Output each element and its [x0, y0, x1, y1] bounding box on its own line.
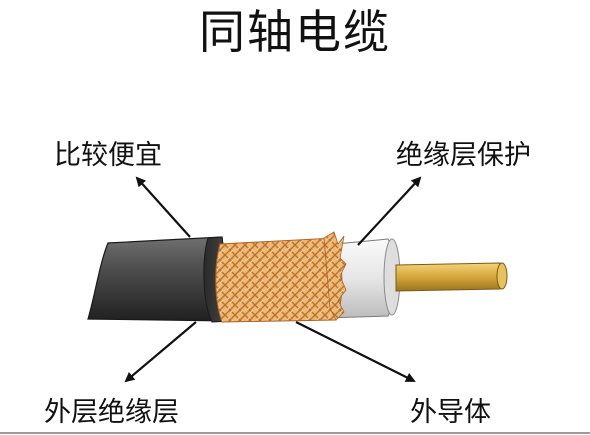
label-cheap: 比较便宜 [54, 140, 162, 171]
label-outer-insulation: 外层绝缘层 [44, 397, 179, 428]
arrow-outer-conductor [295, 321, 416, 382]
braid-shield [215, 237, 343, 323]
center-conductor [395, 262, 505, 292]
arrow-cheap [135, 176, 191, 238]
label-insulation-protect: 绝缘层保护 [396, 140, 531, 171]
arrow-insulation-protect [357, 176, 422, 246]
label-outer-conductor: 外导体 [410, 397, 491, 428]
outer-jacket [87, 236, 233, 322]
bottom-divider [0, 432, 590, 434]
diagram-title: 同轴电缆 [199, 5, 391, 59]
arrow-outer-insulation [124, 321, 197, 383]
